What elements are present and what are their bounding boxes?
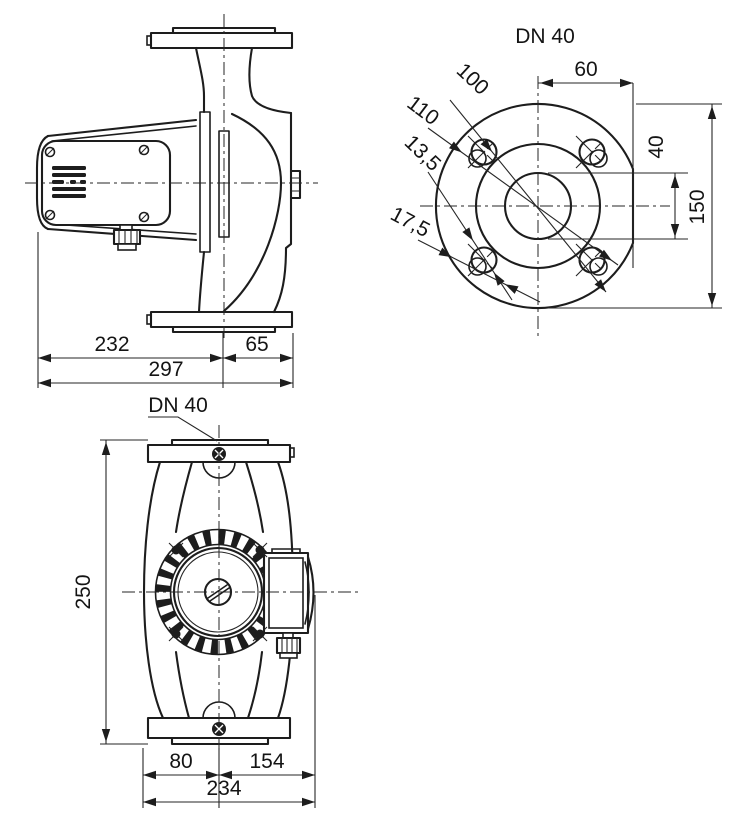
dim-label-hole-diameter: 13,5 [400, 131, 445, 176]
flange-leader-dimensions: 100 110 13,5 17,5 [387, 59, 619, 303]
flange-outer-edge [434, 102, 635, 310]
dim-label-overall-height: 250 [72, 574, 95, 609]
dim-label-center-to-edge: 60 [574, 58, 597, 81]
flange-dim-40: 40 [548, 135, 688, 240]
front-dim-250: 250 [72, 439, 148, 745]
bolt-hole [575, 243, 609, 277]
dim-label-motor-side: 232 [94, 333, 129, 356]
terminal-box [262, 548, 315, 635]
discharge-port [289, 169, 302, 200]
side-view: 232 65 297 [25, 14, 318, 388]
cable-gland [112, 224, 142, 251]
dim-label-bore-diameter: 40 [645, 135, 668, 158]
cable-gland [275, 632, 302, 659]
dim-label-total-width: 234 [206, 777, 241, 800]
dim-label-bolt-circle-outer: 110 [403, 92, 444, 131]
dim-label-flange-height: 150 [686, 189, 709, 224]
side-view-dimensions: 232 65 297 [37, 232, 294, 388]
dim-label-port-side: 65 [245, 333, 268, 356]
front-view: DN 40 250 80 154 234 [72, 394, 360, 808]
front-bottom-flange [146, 701, 292, 746]
motor-screws [168, 542, 268, 642]
bolt-holes [467, 135, 609, 277]
dim-label-bolt-circle-inner: 100 [452, 59, 493, 100]
dim-label-total-length: 297 [148, 358, 183, 381]
flange-dim-150: 150 [548, 103, 722, 309]
motor-lantern [199, 111, 230, 253]
flange-dim-60: 60 [538, 58, 634, 268]
port-label-group: DN 40 [148, 394, 218, 442]
top-flange [146, 26, 294, 50]
front-bottom-dimensions: 80 154 234 [142, 595, 316, 808]
bolt-hole [575, 135, 609, 169]
flange-title: DN 40 [515, 25, 575, 48]
cover-screws [44, 144, 150, 223]
dim-label-hole-slot-length: 17,5 [387, 203, 434, 242]
bolt-hole [467, 243, 501, 277]
flange-view: DN 40 [387, 25, 722, 336]
pump-body-outline [194, 46, 293, 314]
dim-label-center-to-left: 80 [169, 750, 192, 773]
port-label: DN 40 [148, 394, 208, 417]
front-top-flange [146, 438, 295, 479]
bolt-hole [467, 135, 501, 169]
dim-label-center-to-right: 154 [249, 750, 284, 773]
bottom-flange [146, 310, 294, 334]
